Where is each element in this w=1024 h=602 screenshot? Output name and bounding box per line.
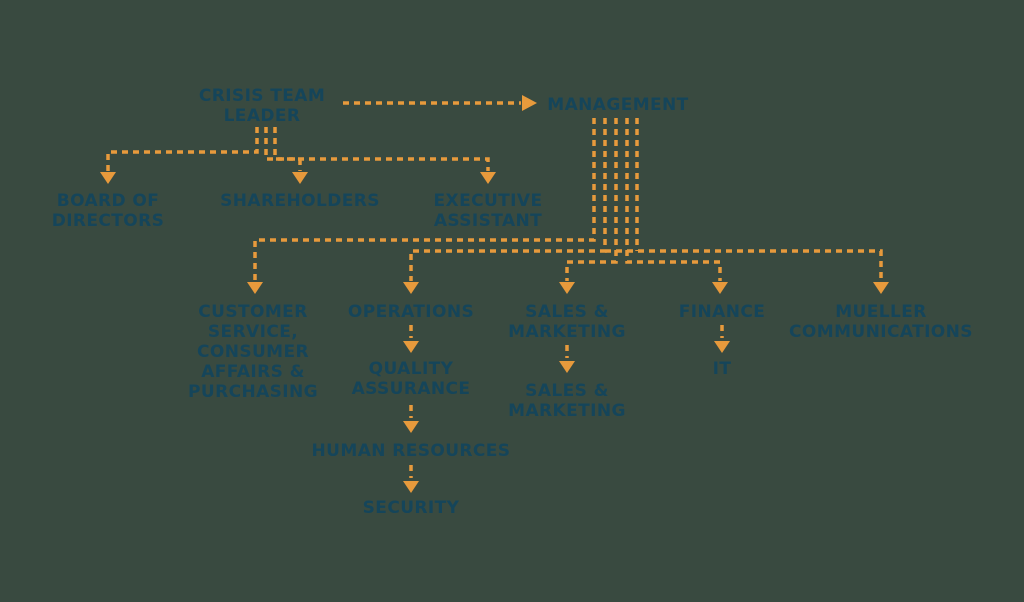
node-crisis-team-leader: CRISIS TEAM LEADER [198, 86, 326, 126]
arrowhead-board-of-directors [100, 172, 116, 184]
node-sales-marketing-1: SALES & MARKETING [508, 302, 626, 342]
node-security: SECURITY [362, 498, 460, 518]
node-it: IT [712, 359, 732, 379]
node-mueller-communications: MUELLER COMMUNICATIONS [789, 302, 973, 342]
node-shareholders: SHAREHOLDERS [220, 191, 380, 211]
arrowhead-sales-marketing-1 [559, 282, 575, 294]
arrowhead-quality-assurance [403, 341, 419, 353]
edge-management-operations [409, 118, 607, 281]
node-operations: OPERATIONS [347, 302, 475, 322]
edge-management-finance [625, 118, 722, 281]
node-management: MANAGEMENT [547, 95, 689, 115]
edge-crisis-team-leader-shareholders [264, 127, 302, 171]
arrowhead-sales-marketing-2 [559, 361, 575, 373]
arrowhead-management [522, 95, 537, 111]
edge-crisis-team-leader-board-of-directors [106, 127, 259, 171]
node-finance: FINANCE [678, 302, 766, 322]
arrowhead-customer-service [247, 282, 263, 294]
arrowhead-security [403, 481, 419, 493]
edge-management-mueller-communications [605, 118, 883, 281]
arrowhead-executive-assistant [480, 172, 496, 184]
arrowhead-it [714, 341, 730, 353]
arrowhead-human-resources [403, 421, 419, 433]
node-executive-assistant: EXECUTIVE ASSISTANT [433, 191, 543, 231]
node-customer-service: CUSTOMER SERVICE, CONSUMER AFFAIRS & PUR… [188, 302, 318, 402]
arrowhead-shareholders [292, 172, 308, 184]
node-quality-assurance: QUALITY ASSURANCE [351, 359, 471, 399]
edge-management-sales-marketing-1 [565, 118, 618, 281]
node-board-of-directors: BOARD OF DIRECTORS [51, 191, 165, 231]
edge-crisis-team-leader-executive-assistant [273, 127, 490, 171]
arrowhead-mueller-communications [873, 282, 889, 294]
arrowhead-finance [712, 282, 728, 294]
edge-management-customer-service [253, 118, 596, 281]
arrowhead-operations [403, 282, 419, 294]
node-sales-marketing-2: SALES & MARKETING [508, 381, 626, 421]
node-human-resources: HUMAN RESOURCES [311, 441, 511, 461]
